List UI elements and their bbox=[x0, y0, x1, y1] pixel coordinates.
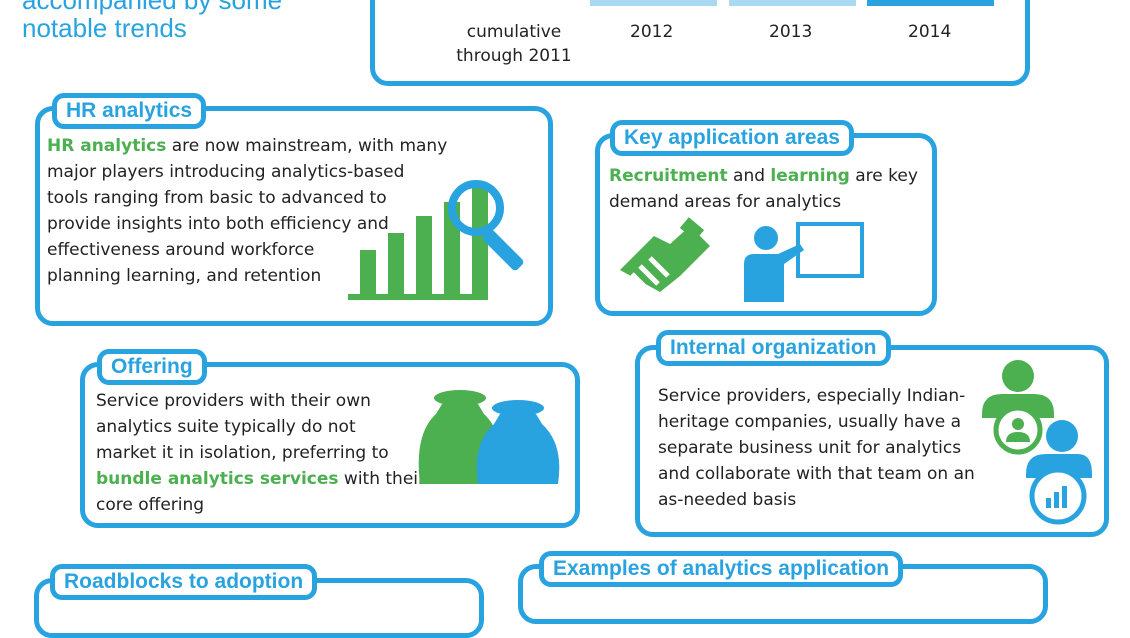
key-application-areas-text: Recruitment and learning are key demand … bbox=[609, 163, 929, 215]
bar-2012-top bbox=[590, 0, 717, 6]
team-analytics-icon bbox=[982, 360, 1092, 525]
page-subtitle: accompanied by some notable trends bbox=[22, 0, 282, 42]
hr-analytics-line5: effectiveness around workforce bbox=[47, 240, 315, 260]
offering-line4-rest: with their bbox=[338, 469, 426, 489]
offering-line5: core offering bbox=[96, 495, 205, 515]
examples-tag: Examples of analytics application bbox=[539, 551, 904, 587]
axis-label-2014: 2014 bbox=[908, 22, 952, 42]
internal-organization-tag: Internal organization bbox=[656, 330, 891, 366]
key-areas-highlight-learning: learning bbox=[770, 166, 850, 186]
key-areas-line2: demand areas for analytics bbox=[609, 192, 842, 212]
bar-chart-magnifier-icon bbox=[348, 180, 524, 300]
internal-org-line3: separate business unit for analytics bbox=[658, 438, 962, 458]
axis-label-2013: 2013 bbox=[769, 22, 813, 42]
offering-line2: analytics suite typically do not bbox=[96, 417, 356, 437]
offering-highlight: bundle analytics services bbox=[96, 469, 339, 489]
subtitle-line-2: notable trends bbox=[22, 13, 187, 43]
hr-analytics-tag: HR analytics bbox=[52, 93, 207, 129]
hr-analytics-text: HR analytics are now mainstream, with ma… bbox=[47, 133, 467, 289]
internal-org-line4: and collaborate with that team on an bbox=[658, 464, 975, 484]
axis-label-2012: 2012 bbox=[630, 22, 674, 42]
hr-analytics-line4: provide insights into both efficiency an… bbox=[47, 214, 389, 234]
hr-analytics-line2: major players introducing analytics-base… bbox=[47, 162, 405, 182]
axis-label-cumulative: cumulative through 2011 bbox=[452, 20, 576, 68]
offering-text: Service providers with their own analyti… bbox=[96, 388, 436, 518]
internal-org-line2: heritage companies, usually have a bbox=[658, 412, 962, 432]
money-bags-icon bbox=[418, 390, 560, 484]
roadblocks-tag: Roadblocks to adoption bbox=[50, 564, 318, 600]
key-areas-and: and bbox=[727, 166, 771, 186]
axis-label-cumulative-line2: through 2011 bbox=[456, 46, 572, 66]
offering-line3: market it in isolation, preferring to bbox=[96, 443, 389, 463]
hr-analytics-highlight: HR analytics bbox=[47, 136, 167, 156]
internal-org-line1: Service providers, especially Indian- bbox=[658, 386, 966, 406]
hr-analytics-card bbox=[35, 106, 553, 326]
key-areas-line1-rest: are key bbox=[849, 166, 918, 186]
internal-organization-text: Service providers, especially Indian- he… bbox=[658, 383, 1003, 513]
offering-line1: Service providers with their own bbox=[96, 391, 371, 411]
key-application-areas-tag: Key application areas bbox=[610, 120, 854, 156]
offering-tag: Offering bbox=[97, 349, 207, 385]
hr-analytics-line1: are now mainstream, with many bbox=[166, 136, 448, 156]
presenter-board-icon bbox=[744, 222, 864, 302]
handshake-icon bbox=[620, 217, 710, 292]
hr-analytics-line3: tools ranging from basic to advanced to bbox=[47, 188, 387, 208]
growth-chart-card bbox=[370, 0, 1030, 86]
key-areas-highlight-recruitment: Recruitment bbox=[609, 166, 728, 186]
subtitle-line-1: accompanied by some bbox=[22, 0, 283, 15]
bar-2013-top bbox=[729, 0, 856, 6]
internal-org-line5: as-needed basis bbox=[658, 490, 797, 510]
hr-analytics-line6: planning learning, and retention bbox=[47, 266, 322, 286]
axis-label-cumulative-line1: cumulative bbox=[466, 22, 562, 42]
bar-2014-top bbox=[867, 0, 994, 6]
